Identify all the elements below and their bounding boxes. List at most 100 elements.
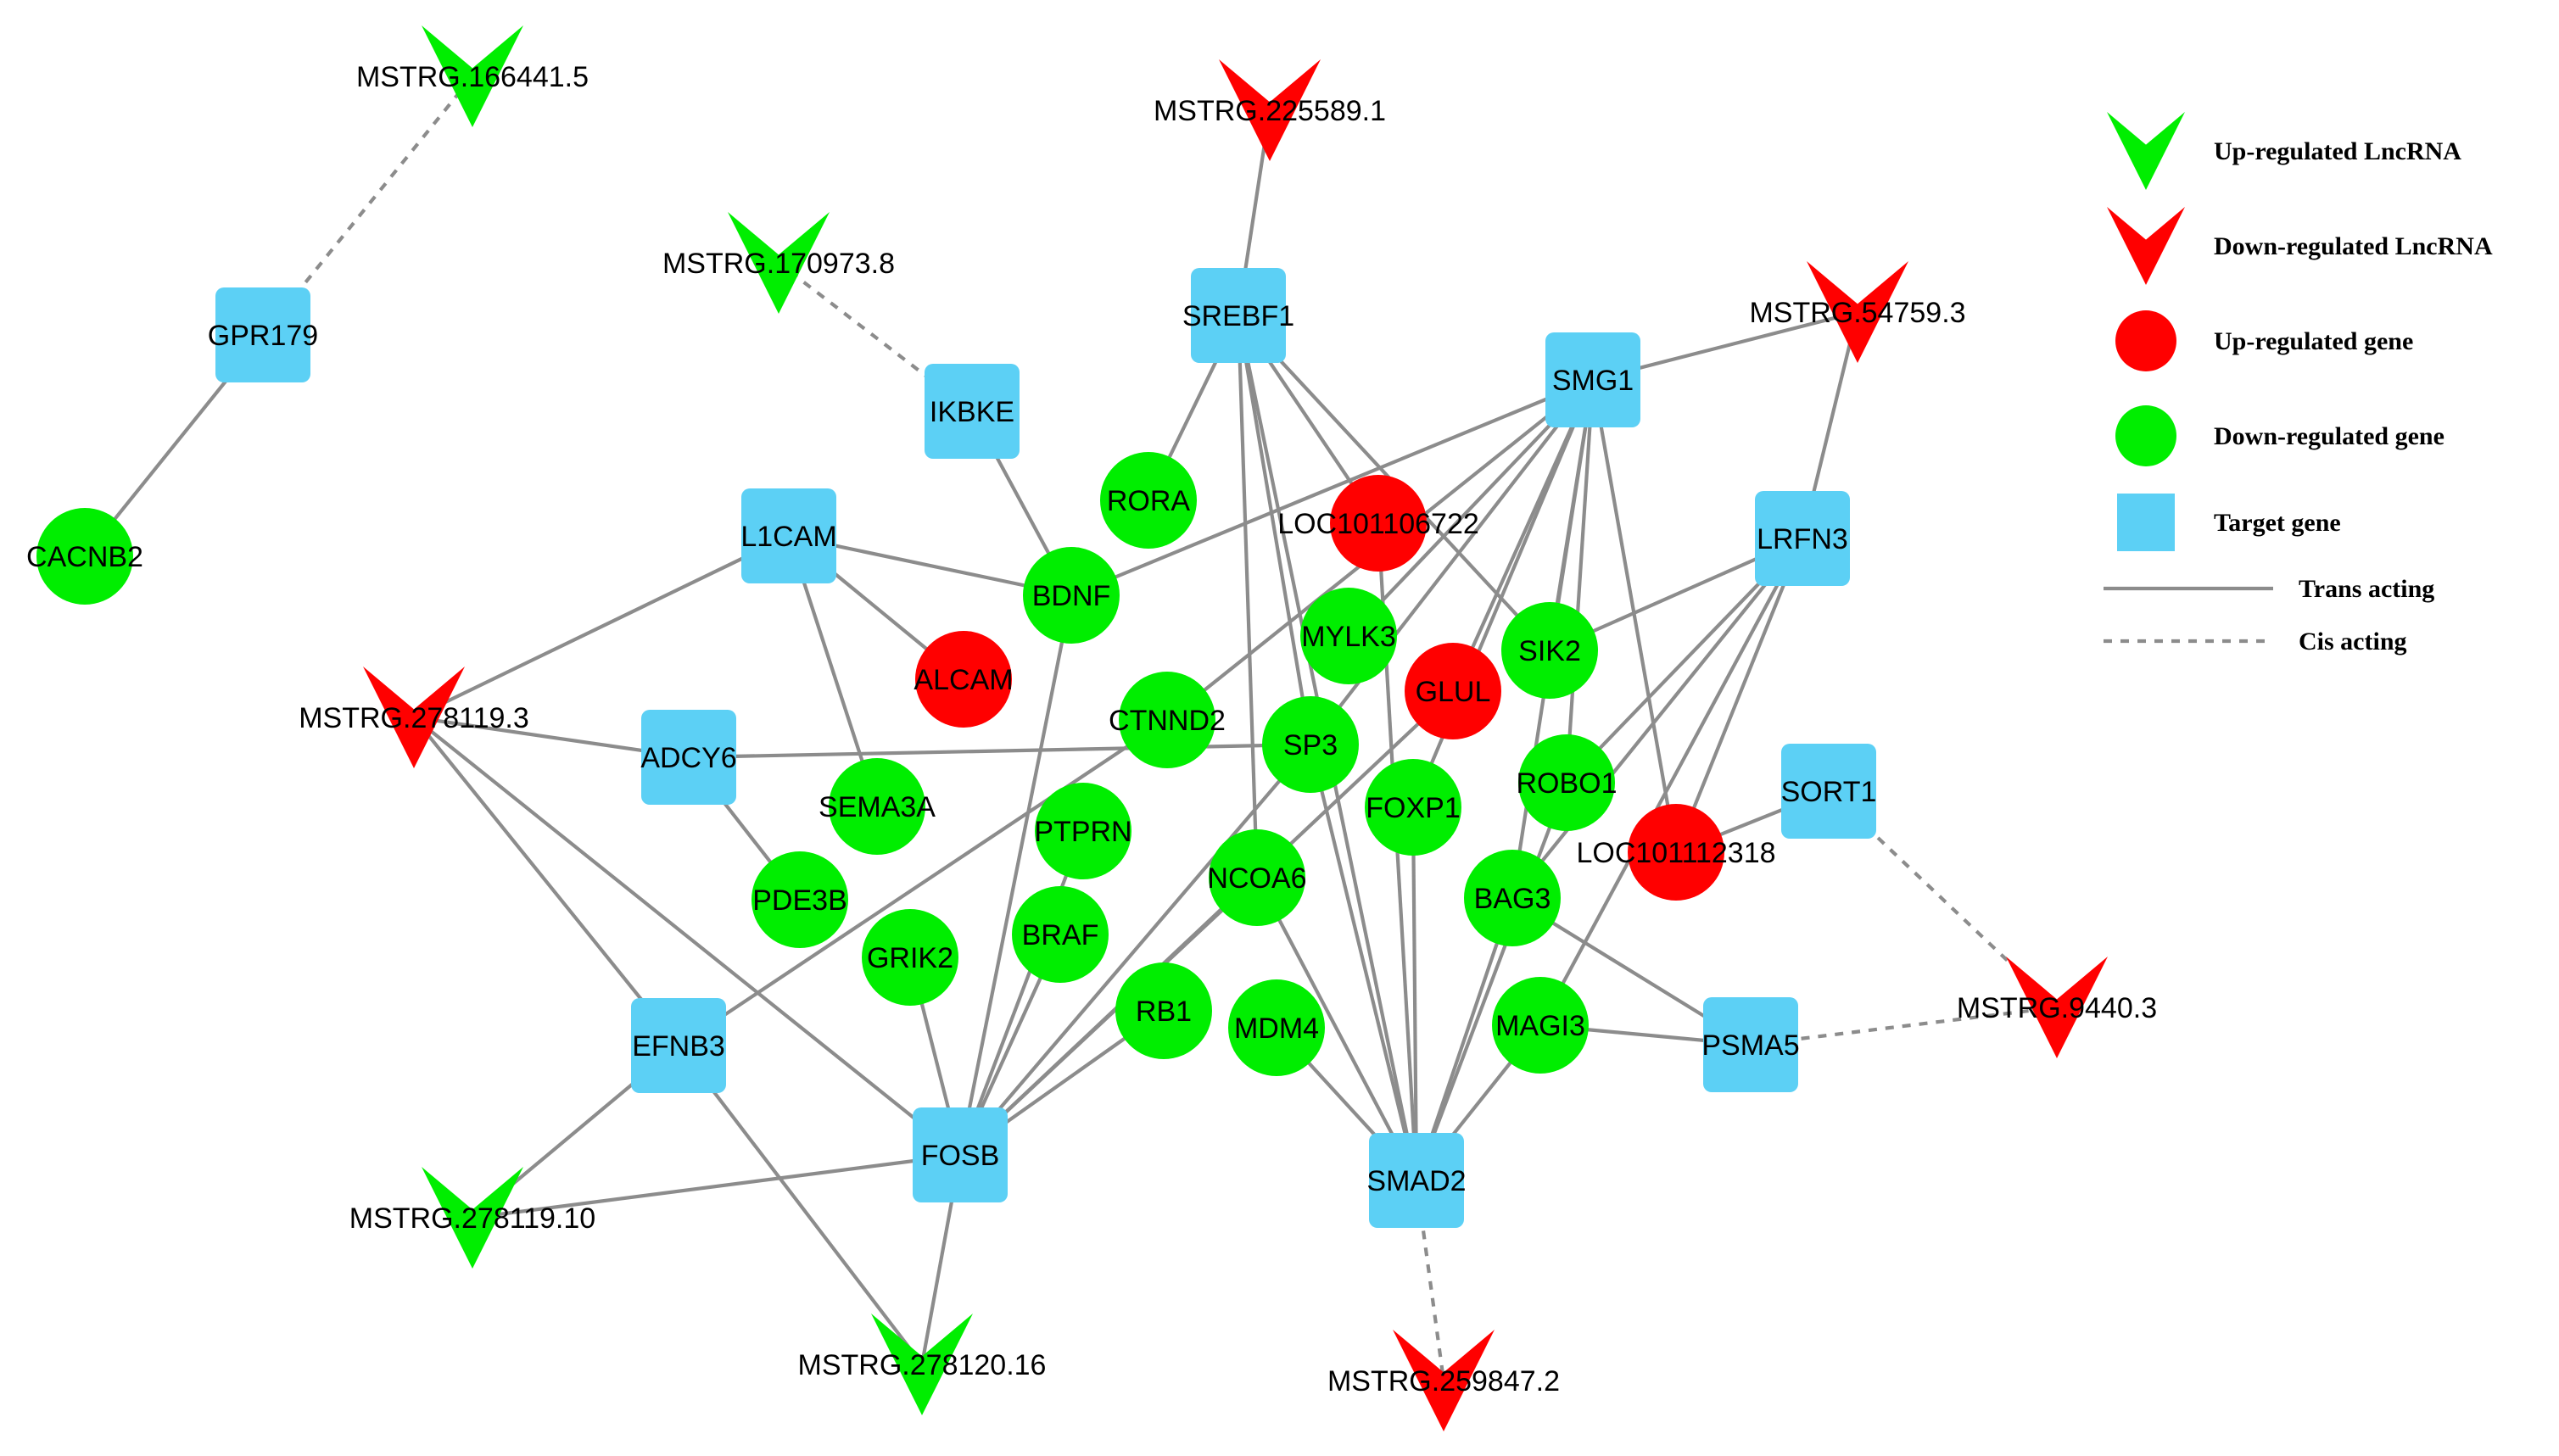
node-bdnf[interactable]: BDNF [1023,547,1120,644]
node-label: MYLK3 [1301,621,1396,653]
node-label: PTPRN [1034,816,1131,848]
target-gene-square [913,1107,1008,1202]
node-mstrg-278120-16[interactable]: MSTRG.278120.16 [798,1314,1047,1415]
node-mstrg-54759-3[interactable]: MSTRG.54759.3 [1749,261,1966,363]
node-label: RB1 [1136,996,1192,1028]
trans-edge-smad2-robo1 [1415,782,1568,1181]
trans-edge-lrfn3-bag3 [1511,537,1804,900]
node-loc101112318[interactable]: LOC101112318 [1576,804,1776,901]
node-rb1[interactable]: RB1 [1115,962,1212,1059]
target-gene-square [925,364,1020,459]
node-label: BAG3 [1474,883,1551,915]
node-l1cam[interactable]: L1CAM [740,488,837,583]
node-mstrg-278119-3[interactable]: MSTRG.278119.3 [299,667,529,768]
node-srebf1[interactable]: SREBF1 [1182,268,1294,363]
target-gene-square [1703,997,1798,1092]
node-mstrg-166441-5[interactable]: MSTRG.166441.5 [356,25,589,127]
legend-label: Cis acting [2299,628,2407,655]
node-pde3b[interactable]: PDE3B [751,851,848,948]
legend-item-target: Target gene [2117,494,2341,551]
target-gene-square [1191,268,1286,363]
node-ptprn[interactable]: PTPRN [1034,783,1132,879]
node-mdm4[interactable]: MDM4 [1228,979,1325,1076]
node-label: IKBKE [930,396,1014,428]
node-sema3a[interactable]: SEMA3A [819,758,936,855]
node-bag3[interactable]: BAG3 [1464,850,1561,946]
node-fosb[interactable]: FOSB [913,1107,1008,1202]
node-cacnb2[interactable]: CACNB2 [26,508,143,605]
node-sp3[interactable]: SP3 [1262,696,1359,793]
node-smad2[interactable]: SMAD2 [1366,1133,1467,1228]
down-regulated-gene-circle [1501,602,1598,699]
node-label: LOC101106722 [1277,508,1479,540]
node-label: GRIK2 [867,942,953,974]
down-regulated-gene-circle [829,758,925,855]
node-label: GLUL [1416,676,1491,708]
node-label: SEMA3A [819,791,936,823]
down-regulated-gene-circle [1228,979,1325,1076]
node-sort1[interactable]: SORT1 [1781,744,1877,839]
up-regulated-gene-circle [915,631,1012,728]
node-alcam[interactable]: ALCAM [914,631,1014,728]
node-label: RORA [1107,485,1191,517]
legend-item-cis: Cis acting [2104,628,2407,655]
node-robo1[interactable]: ROBO1 [1516,734,1618,831]
trans-edge-l1cam-mstrg-278119-3 [413,534,790,719]
node-label: BRAF [1022,919,1099,951]
down-regulated-lncrna-chevron [1219,59,1321,161]
node-ncoa6[interactable]: NCOA6 [1207,829,1307,926]
node-smg1[interactable]: SMG1 [1545,332,1640,427]
target-gene-square [1545,332,1640,427]
trans-edge-smg1-loc101112318 [1590,379,1679,853]
node-label: CTNND2 [1109,705,1226,737]
node-label: SREBF1 [1182,300,1294,332]
node-label: SMG1 [1552,365,1634,397]
node-mylk3[interactable]: MYLK3 [1300,588,1397,684]
node-ikbke[interactable]: IKBKE [925,364,1020,459]
down-regulated-gene-circle [1492,977,1589,1074]
node-label: EFNB3 [632,1030,725,1063]
node-label: MDM4 [1234,1013,1319,1045]
trans-edge-smad2-foxp1 [1411,806,1419,1181]
node-magi3[interactable]: MAGI3 [1492,977,1589,1074]
node-rora[interactable]: RORA [1100,452,1197,549]
up-regulated-lncrna-chevron [728,212,830,314]
legend-label: Up-regulated LncRNA [2214,137,2461,165]
node-mstrg-278119-10[interactable]: MSTRG.278119.10 [349,1167,595,1269]
node-ctnnd2[interactable]: CTNND2 [1109,672,1226,768]
node-label: LOC101112318 [1576,837,1775,869]
node-loc101106722[interactable]: LOC101106722 [1277,475,1479,572]
node-efnb3[interactable]: EFNB3 [631,998,726,1093]
node-sik2[interactable]: SIK2 [1501,602,1598,699]
legend-item-trans: Trans acting [2104,575,2434,603]
cis-edge-psma5-mstrg-9440-3 [1750,1005,2058,1047]
node-lrfn3[interactable]: LRFN3 [1755,491,1850,586]
node-glul[interactable]: GLUL [1405,643,1501,739]
node-foxp1[interactable]: FOXP1 [1365,759,1461,856]
down-regulated-gene-circle [1115,962,1212,1059]
legend-item-down-lnc: Down-regulated LncRNA [2107,207,2493,285]
down-regulated-gene-circle [1209,829,1305,926]
legend-chevron-icon [2107,207,2185,285]
node-label: NCOA6 [1207,862,1306,895]
node-adcy6[interactable]: ADCY6 [640,710,737,805]
node-mstrg-259847-2[interactable]: MSTRG.259847.2 [1327,1330,1560,1431]
node-grik2[interactable]: GRIK2 [862,909,958,1006]
node-mstrg-170973-8[interactable]: MSTRG.170973.8 [662,212,895,314]
node-label: MSTRG.170973.8 [662,248,895,280]
node-label: MAGI3 [1495,1010,1585,1042]
node-braf[interactable]: BRAF [1012,886,1109,983]
node-psma5[interactable]: PSMA5 [1701,997,1800,1092]
node-label: SORT1 [1781,776,1877,808]
down-regulated-gene-circle [1518,734,1615,831]
legend-item-up-gene: Up-regulated gene [2115,310,2413,371]
node-label: MSTRG.54759.3 [1749,297,1965,329]
trans-edge-smg1-sp3 [1309,378,1595,746]
node-label: LRFN3 [1757,523,1848,555]
node-mstrg-225589-1[interactable]: MSTRG.225589.1 [1154,59,1386,161]
up-regulated-gene-circle [1405,643,1501,739]
down-regulated-gene-circle [1300,588,1397,684]
trans-edge-efnb3-mstrg-278119-3 [412,716,680,1047]
node-gpr179[interactable]: GPR179 [208,287,318,382]
node-mstrg-9440-3[interactable]: MSTRG.9440.3 [1957,957,2157,1058]
